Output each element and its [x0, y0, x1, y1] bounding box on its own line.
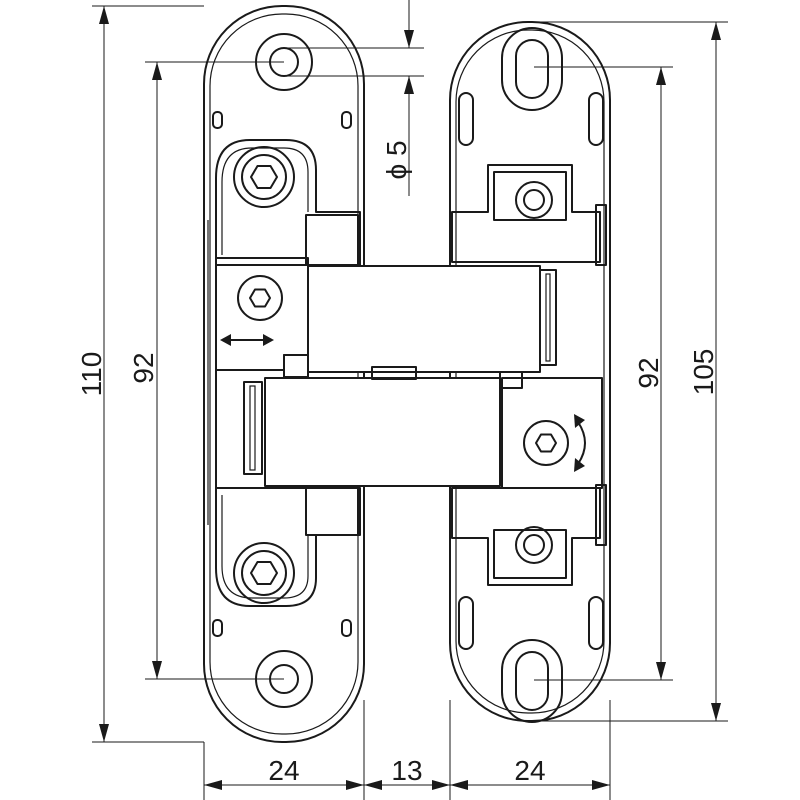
- dimension-label-13: 13: [391, 755, 422, 786]
- hex-socket-screw-icon: [249, 288, 271, 308]
- dimension-label-92-right: 92: [633, 357, 664, 388]
- dimension-label-24-left: 24: [268, 755, 299, 786]
- hinge-arm-assembly: [243, 265, 541, 487]
- dimension-label-24-right: 24: [514, 755, 545, 786]
- dimension-label-110: 110: [76, 352, 107, 397]
- dimension-92-right: 92: [534, 66, 673, 681]
- right-bottom-screw-block: [451, 484, 607, 586]
- right-adjustment-block: [501, 377, 603, 489]
- dimension-label-92-left: 92: [128, 352, 159, 383]
- dimension-label-hole-diameter: ϕ 5: [381, 140, 412, 179]
- right-side-slots: [458, 92, 604, 650]
- dimension-92-left: 92: [128, 61, 284, 680]
- dimension-annotations: 110 92 92 105: [76, 0, 728, 800]
- left-top-screw-housing: [215, 139, 361, 266]
- dimension-24-left: 24: [204, 755, 364, 790]
- left-bottom-screw-housing: [215, 484, 361, 607]
- curved-double-arrow-icon: [574, 414, 586, 472]
- right-top-elongated-slot: [501, 27, 563, 111]
- right-bottom-elongated-slot: [501, 639, 563, 723]
- dimension-hole-diameter: ϕ 5: [284, 0, 424, 196]
- right-top-screw-block: [451, 164, 607, 266]
- double-arrow-horizontal-icon: [220, 334, 274, 346]
- left-adjustment-block: [207, 209, 309, 531]
- dimension-label-105: 105: [688, 349, 719, 396]
- dimension-110: 110: [76, 5, 204, 743]
- hex-socket-screw-icon: [535, 433, 557, 453]
- left-small-slots: [212, 111, 352, 637]
- hex-socket-screw-icon: [250, 561, 278, 585]
- dimension-105: 105: [530, 21, 728, 722]
- dimension-13: 13: [364, 755, 450, 790]
- dimension-24-right: 24: [450, 755, 610, 790]
- hex-socket-screw-icon: [250, 165, 278, 189]
